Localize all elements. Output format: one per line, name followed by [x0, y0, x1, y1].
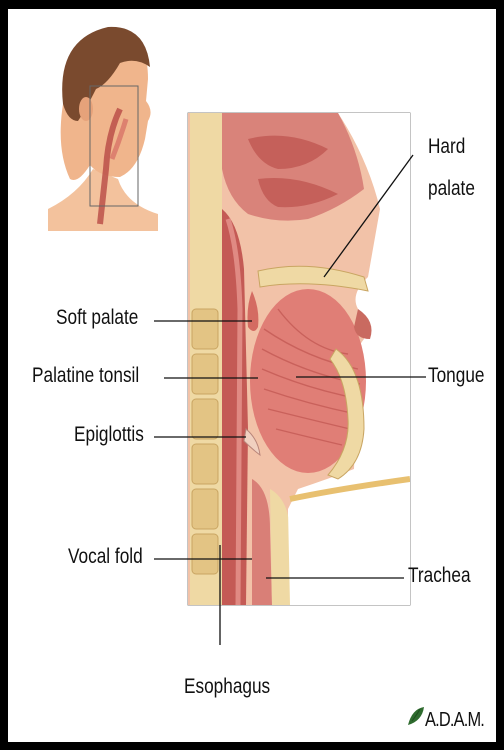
label-tongue: Tongue	[428, 364, 485, 387]
label-hard-palate-1: Hard	[428, 135, 465, 158]
label-hard-palate-2: palate	[428, 177, 475, 200]
label-vocal-fold: Vocal fold	[68, 545, 143, 568]
label-trachea: Trachea	[408, 564, 471, 587]
adam-logo-text: A.D.A.M.	[425, 709, 484, 731]
cross-section	[188, 113, 410, 605]
label-epiglottis: Epiglottis	[74, 423, 144, 446]
adam-leaf-icon	[408, 707, 424, 725]
illustration-panel: Hard palate Soft palate Palatine tonsil …	[8, 9, 496, 742]
head-thumbnail	[48, 27, 158, 231]
label-esophagus: Esophagus	[184, 675, 270, 698]
label-soft-palate: Soft palate	[56, 306, 138, 329]
label-palatine-tonsil: Palatine tonsil	[32, 364, 139, 387]
